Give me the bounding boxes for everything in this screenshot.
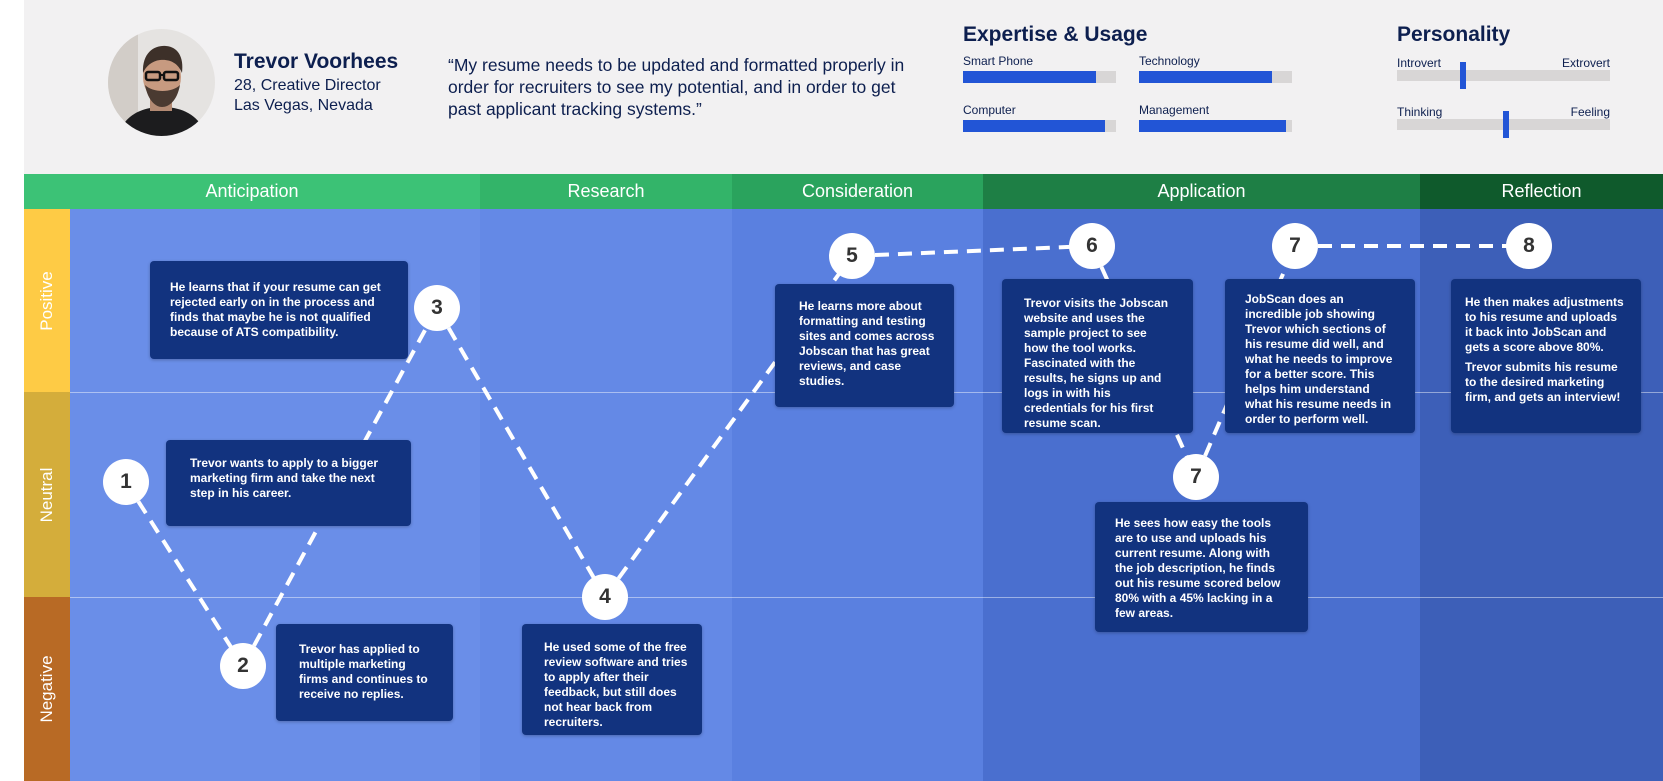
trait-label-feeling: Feeling: [1570, 105, 1610, 119]
personality-title: Personality: [1397, 23, 1511, 46]
step-card-text: He used some of the free review software…: [544, 640, 688, 729]
expertise-label-smart-phone: Smart Phone: [963, 54, 1034, 68]
step-card-7: He sees how easy the tools are to use an…: [1095, 502, 1308, 632]
step-card-text: He then makes adjustments to his resume …: [1465, 295, 1624, 354]
path-segment-5-6: [851, 244, 1093, 258]
phase-application: Application: [983, 174, 1420, 209]
phase-reflection: Reflection: [1420, 174, 1663, 209]
expertise-label-computer: Computer: [963, 103, 1016, 117]
step-card-text: Trevor has applied to multiple marketing…: [299, 642, 428, 701]
step-card-text: He sees how easy the tools are to use an…: [1115, 516, 1281, 620]
persona-role: 28, Creative Director: [234, 77, 381, 94]
trait-slider-thumb: [1502, 111, 1509, 138]
step-node-2: 2: [220, 643, 266, 689]
path-segment-3-4: [435, 306, 607, 599]
step-card-5: He learns more about formatting and test…: [775, 284, 954, 407]
trait-label-introvert: Introvert: [1397, 56, 1442, 70]
expertise-bar-management: [1139, 120, 1292, 132]
persona-location: Las Vegas, Nevada: [234, 97, 373, 114]
expertise-bar-fill: [963, 71, 1097, 83]
expertise-label-management: Management: [1139, 103, 1210, 117]
trait-slider-thinking-feeling: [1397, 111, 1610, 138]
persona-header: [24, 0, 1663, 174]
step-card-text: He learns that if your resume can get re…: [170, 280, 381, 339]
step-node-4: 4: [582, 574, 628, 620]
step-card-9: He then makes adjustments to his resume …: [1451, 279, 1641, 433]
step-card-text: Trevor submits his resume to the desired…: [1465, 360, 1621, 404]
emotion-neutral: Neutral: [24, 392, 70, 597]
step-card-4: He used some of the free review software…: [522, 624, 702, 735]
step-card-text: He learns more about formatting and test…: [799, 299, 935, 388]
expertise-bar-fill: [1139, 120, 1286, 132]
step-node-7: 7: [1173, 454, 1219, 500]
path-segment-1-2: [124, 480, 245, 668]
phase-anticipation: Anticipation: [24, 174, 480, 209]
expertise-bar-fill: [1139, 71, 1273, 83]
trait-label-extrovert: Extrovert: [1561, 56, 1610, 70]
persona-avatar: [108, 29, 215, 136]
step-node-3: 3: [414, 285, 460, 331]
expertise-bar-fill: [963, 120, 1106, 132]
trait-label-thinking: Thinking: [1397, 105, 1443, 119]
step-node-8: 7: [1272, 223, 1318, 269]
persona-quote: “My resume needs to be updated and forma…: [448, 55, 905, 119]
step-card-6: Trevor visits the Jobscan website and us…: [1002, 279, 1193, 433]
emotion-negative: Negative: [24, 597, 70, 781]
step-node-1: 1: [103, 459, 149, 505]
expertise-bar-smart-phone: [963, 71, 1116, 83]
step-card-8: JobScan does an incredible job showing T…: [1225, 279, 1415, 433]
step-card-3: He learns that if your resume can get re…: [150, 261, 408, 359]
step-node-9: 8: [1506, 223, 1552, 269]
expertise-bar-technology: [1139, 71, 1292, 83]
step-card-text: JobScan does an incredible job showing T…: [1245, 292, 1393, 426]
expertise-label-technology: Technology: [1139, 54, 1200, 68]
divider-neutral-negative: [70, 597, 1663, 598]
phase-research: Research: [480, 174, 732, 209]
step-node-5: 5: [829, 233, 875, 279]
step-card-1: Trevor wants to apply to a bigger market…: [166, 440, 411, 526]
step-node-6: 6: [1069, 223, 1115, 269]
expertise-title: Expertise & Usage: [963, 23, 1148, 46]
step-card-text: Trevor visits the Jobscan website and us…: [1024, 296, 1169, 430]
phase-consideration: Consideration: [732, 174, 983, 209]
trait-slider-introvert-extrovert: [1397, 62, 1610, 89]
step-card-2: Trevor has applied to multiple marketing…: [276, 624, 453, 721]
expertise-bar-computer: [963, 120, 1116, 132]
emotion-positive: Positive: [24, 209, 70, 392]
trait-slider-thumb: [1460, 62, 1467, 89]
step-card-text: Trevor wants to apply to a bigger market…: [190, 456, 379, 500]
persona-name: Trevor Voorhees: [234, 50, 399, 73]
